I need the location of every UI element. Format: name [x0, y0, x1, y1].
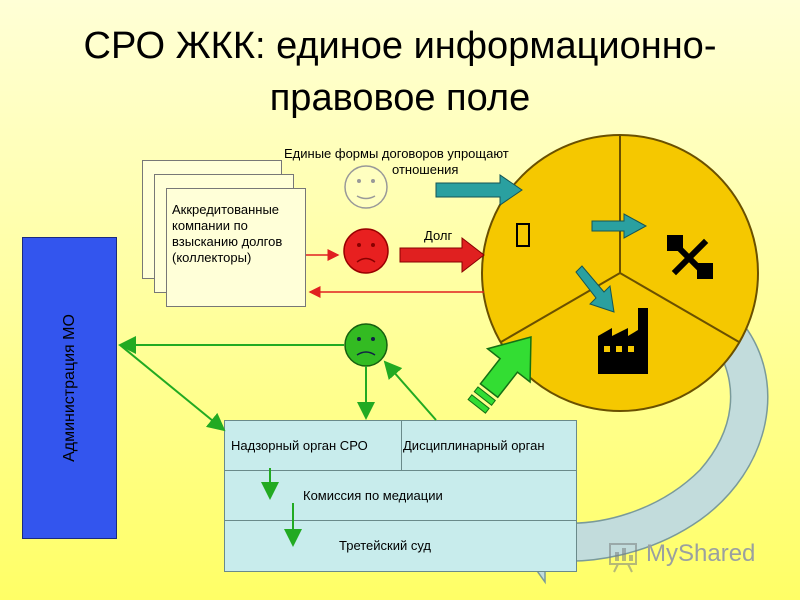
- title-line-2: правовое поле: [269, 77, 531, 119]
- bodies-row-top: Надзорный орган СРО Дисциплинарный орган: [225, 421, 576, 471]
- green-connectors: [118, 336, 437, 547]
- debt-arrow: [399, 236, 485, 274]
- debt-label: Долг: [424, 228, 453, 243]
- arbitration-court: Третейский суд: [339, 538, 432, 553]
- sad-red-face: [343, 228, 389, 274]
- green-arrow-admin-to-bodies: [119, 344, 226, 432]
- green-arrow-bodies-to-face: [383, 360, 437, 421]
- supervisory-body: Надзорный орган СРО: [231, 438, 368, 453]
- bodies-row-mediation: Комиссия по медиации: [225, 471, 576, 521]
- bodies-divider: [401, 421, 402, 471]
- title-line-1: СРО ЖКК: единое информационно-: [83, 25, 717, 67]
- page-title: СРО ЖКК: единое информационно- правовое …: [0, 20, 800, 124]
- bodies-row-arbitration: Третейский суд: [225, 521, 576, 572]
- sad-green-face: [344, 323, 388, 367]
- wheel-inner-arrow-right: [591, 213, 648, 239]
- factory-icon: [598, 308, 648, 374]
- disciplinary-body: Дисциплинарный орган: [403, 438, 545, 453]
- tools-icon: [667, 235, 713, 279]
- contract-forms-arrow: [435, 174, 523, 206]
- sro-bodies-table: Надзорный орган СРО Дисциплинарный орган…: [224, 420, 577, 572]
- wheel-inner-arrow-down: [575, 265, 615, 313]
- administration-box: Администрация МО: [22, 237, 117, 539]
- neutral-face: [344, 165, 388, 209]
- collectors-card-text: Аккредитованные компании по взысканию до…: [172, 202, 283, 265]
- enterprise-wheel: [481, 134, 759, 412]
- mediation-commission: Комиссия по медиации: [303, 488, 443, 503]
- contract-forms-label-line-1: Единые формы договоров упрощают: [284, 146, 509, 161]
- watermark: MyShared: [646, 540, 756, 567]
- watermark-logo-icon: [609, 543, 637, 573]
- big-green-arrow: [467, 336, 532, 414]
- contract-forms-label-line-2: отношения: [392, 162, 459, 177]
- document-icon: [516, 223, 530, 247]
- collectors-card: Аккредитованные компании по взысканию до…: [166, 188, 306, 307]
